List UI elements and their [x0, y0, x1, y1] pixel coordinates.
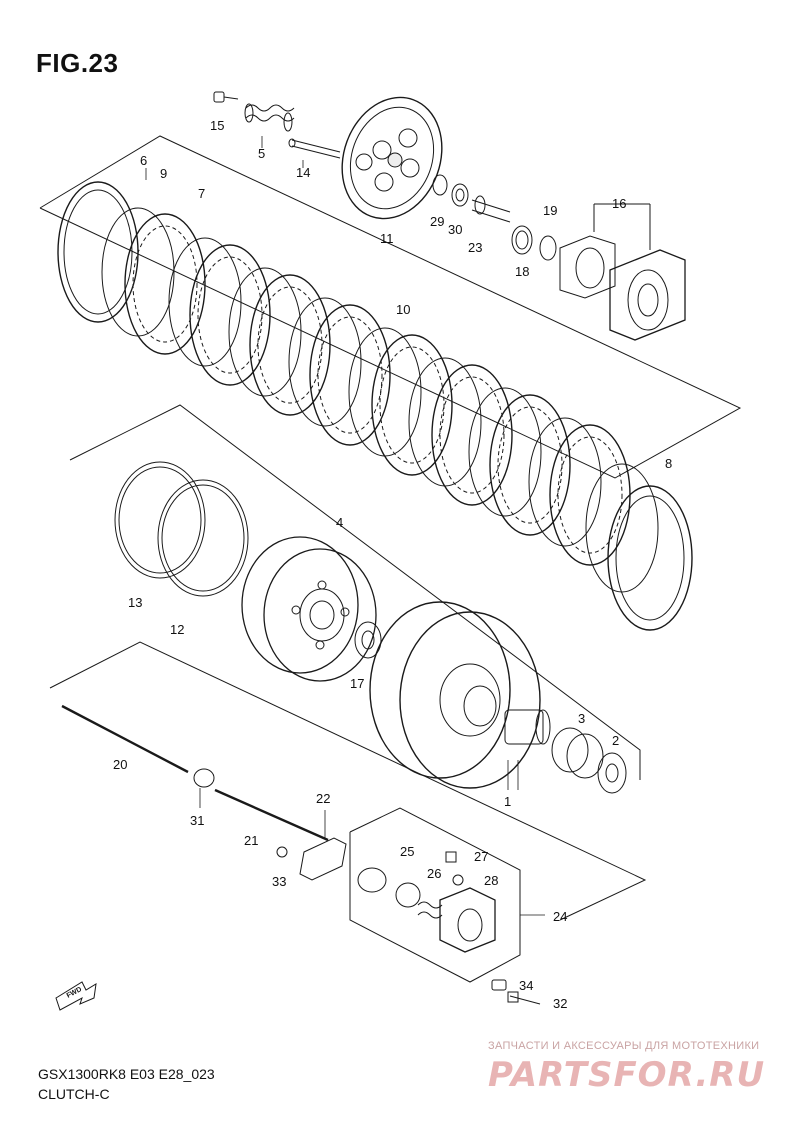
figure-title: FIG.23	[36, 48, 119, 78]
callout-33: 33	[272, 874, 286, 889]
callout-1: 1	[504, 794, 511, 809]
callout-29: 29	[430, 214, 444, 229]
callout-34: 34	[519, 978, 533, 993]
ring-19	[539, 235, 557, 261]
push-rod-20	[61, 704, 189, 774]
callout-28: 28	[484, 873, 498, 888]
clutch-plate-stack	[57, 181, 693, 631]
callout-14: 14	[296, 165, 310, 180]
model-code: GSX1300RK8 E03 E28_023	[38, 1066, 215, 1082]
callout-30: 30	[448, 222, 462, 237]
sleeve-hub-4	[241, 536, 377, 682]
callout-20: 20	[113, 757, 127, 772]
ring-13	[114, 461, 206, 579]
group-name: CLUTCH-C	[38, 1086, 110, 1102]
fwd-arrow-icon: FWD	[55, 981, 97, 1011]
plate-group-frame	[39, 135, 742, 479]
washer-31	[193, 768, 215, 788]
callout-11: 11	[380, 231, 394, 246]
push-rod-21	[214, 788, 329, 842]
ring-12	[157, 479, 249, 597]
callout-19: 19	[543, 203, 557, 218]
callout-25: 25	[400, 844, 414, 859]
spring-5	[244, 103, 295, 132]
needle-bearing-3	[551, 727, 604, 779]
callout-21: 21	[244, 833, 258, 848]
watermark-logo: PARTSFOR.RU	[488, 1055, 765, 1095]
gasket-22	[299, 837, 347, 881]
washer-29	[432, 174, 448, 196]
callout-3: 3	[578, 711, 585, 726]
callout-12: 12	[170, 622, 184, 637]
callout-26: 26	[427, 866, 441, 881]
washer-17	[354, 621, 382, 659]
cap-34	[491, 979, 507, 991]
release-group-frame	[349, 807, 521, 983]
bolt-15	[213, 91, 239, 103]
callout-31: 31	[190, 813, 204, 828]
callout-4: 4	[336, 515, 343, 530]
svg-text:PARTSFOR.RU: PARTSFOR.RU	[488, 1055, 765, 1095]
callout-18: 18	[515, 264, 529, 279]
callout-13: 13	[128, 595, 142, 610]
bearing-30	[451, 183, 469, 207]
callout-7: 7	[198, 186, 205, 201]
pressure-plate	[341, 96, 443, 220]
pin-14	[288, 138, 341, 159]
callout-6: 6	[140, 153, 147, 168]
callout-23: 23	[468, 240, 482, 255]
callout-8: 8	[665, 456, 672, 471]
bolt-32	[509, 995, 541, 1005]
callout-15: 15	[210, 118, 224, 133]
callout-22: 22	[316, 791, 330, 806]
callout-2: 2	[612, 733, 619, 748]
callout-16: 16	[612, 196, 626, 211]
callout-10: 10	[396, 302, 410, 317]
primary-driven-gear-1	[369, 601, 551, 789]
rod-group-frame	[49, 641, 647, 921]
release-cylinder	[357, 851, 496, 953]
washer-2	[597, 752, 627, 794]
watermark-tagline: ЗАПЧАСТИ И АКСЕССУАРЫ ДЛЯ МОТОТЕХНИКИ	[488, 1040, 760, 1052]
hub-set-16	[559, 203, 686, 341]
callout-24: 24	[553, 909, 567, 924]
bearing-18	[511, 225, 533, 255]
callout-9: 9	[160, 166, 167, 181]
callout-32: 32	[553, 996, 567, 1011]
callout-5: 5	[258, 146, 265, 161]
callout-labels: 1 2 3 4 5 6 7 8 9 10 11 12 13 14 15 16 1…	[113, 118, 672, 1011]
callout-17: 17	[350, 676, 364, 691]
callout-27: 27	[474, 849, 488, 864]
rod-23	[471, 195, 511, 223]
hub-group-frame	[69, 404, 641, 780]
